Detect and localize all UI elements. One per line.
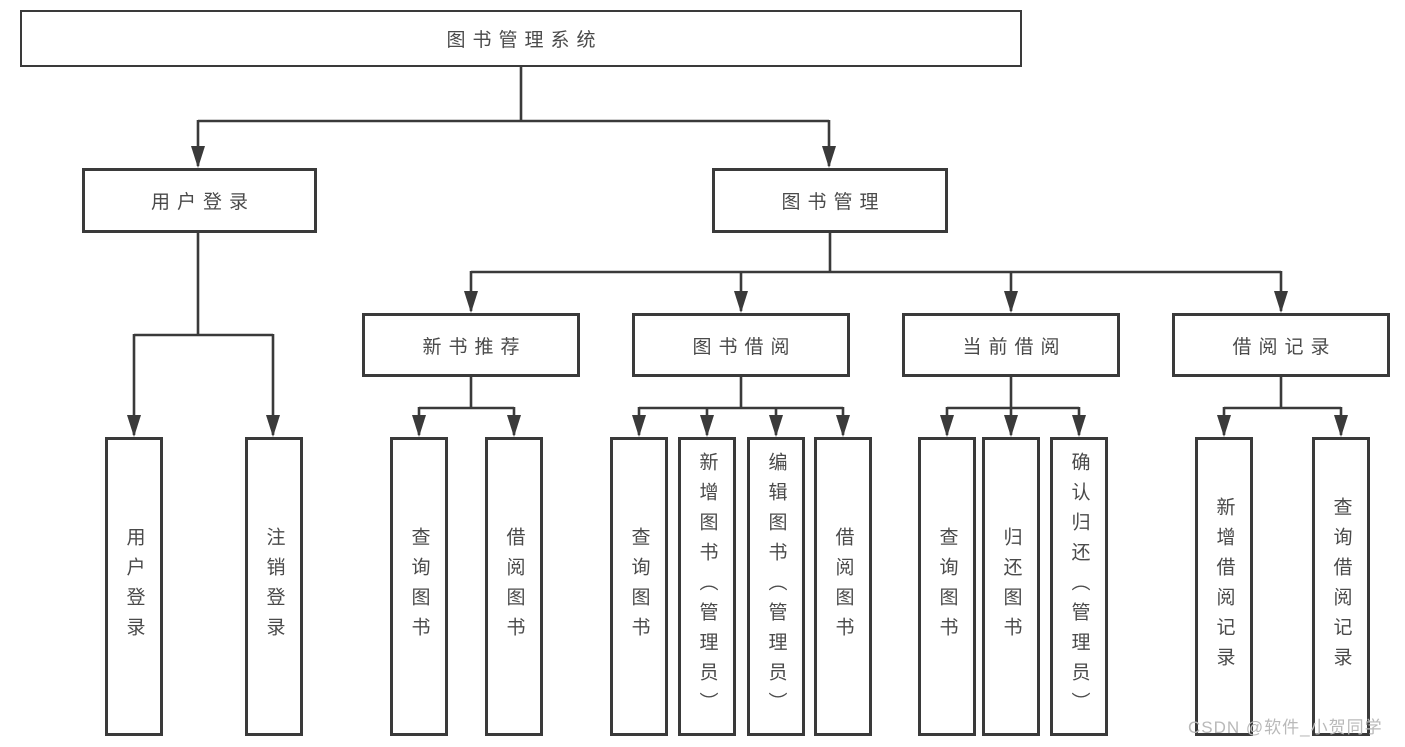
leaf-borrow-books-recommend-label: 借阅图书 <box>503 526 525 647</box>
node-root-label: 图书管理系统 <box>446 30 603 51</box>
node-new-book-recommend: 新书推荐 <box>362 313 580 377</box>
leaf-borrow-books-label: 借阅图书 <box>832 526 854 647</box>
node-new-book-recommend-label: 新书推荐 <box>422 336 527 358</box>
leaf-user-login: 用户登录 <box>105 437 163 736</box>
leaf-add-books-admin-label: 新增图书（管理员） <box>696 451 718 722</box>
leaf-query-books-borrow: 查询图书 <box>610 437 668 736</box>
leaf-confirm-return-admin: 确认归还（管理员） <box>1050 437 1108 736</box>
leaf-user-login-label: 用户登录 <box>123 526 145 647</box>
node-user-login-label: 用户登录 <box>150 192 255 213</box>
leaf-logout-label: 注销登录 <box>263 526 285 647</box>
leaf-query-borrow-record: 查询借阅记录 <box>1312 437 1370 736</box>
leaf-query-books-borrow-label: 查询图书 <box>628 526 650 647</box>
csdn-watermark: CSDN @软件_小贺同学 <box>1188 718 1383 737</box>
node-book-borrow: 图书借阅 <box>632 313 850 377</box>
node-borrow-records: 借阅记录 <box>1172 313 1390 377</box>
leaf-edit-books-admin: 编辑图书（管理员） <box>747 437 805 736</box>
leaf-query-books-recommend-label: 查询图书 <box>408 526 430 647</box>
leaf-add-borrow-record-label: 新增借阅记录 <box>1213 496 1235 677</box>
node-current-borrow-label: 当前借阅 <box>962 336 1067 358</box>
node-root: 图书管理系统 <box>20 10 1022 67</box>
leaf-borrow-books: 借阅图书 <box>814 437 872 736</box>
leaf-add-borrow-record: 新增借阅记录 <box>1195 437 1253 736</box>
leaf-query-books-current-label: 查询图书 <box>936 526 958 647</box>
leaf-add-books-admin: 新增图书（管理员） <box>678 437 736 736</box>
node-borrow-records-label: 借阅记录 <box>1232 336 1337 358</box>
node-book-management: 图书管理 <box>712 168 948 233</box>
leaf-query-books-recommend: 查询图书 <box>390 437 448 736</box>
node-book-management-label: 图书管理 <box>781 192 886 213</box>
leaf-return-books-label: 归还图书 <box>1000 526 1022 647</box>
node-user-login: 用户登录 <box>82 168 317 233</box>
leaf-return-books: 归还图书 <box>982 437 1040 736</box>
leaf-query-borrow-record-label: 查询借阅记录 <box>1330 496 1352 677</box>
leaf-borrow-books-recommend: 借阅图书 <box>485 437 543 736</box>
leaf-edit-books-admin-label: 编辑图书（管理员） <box>765 451 787 722</box>
leaf-confirm-return-admin-label: 确认归还（管理员） <box>1068 451 1090 722</box>
node-current-borrow: 当前借阅 <box>902 313 1120 377</box>
leaf-query-books-current: 查询图书 <box>918 437 976 736</box>
node-book-borrow-label: 图书借阅 <box>692 336 797 358</box>
leaf-logout: 注销登录 <box>245 437 303 736</box>
